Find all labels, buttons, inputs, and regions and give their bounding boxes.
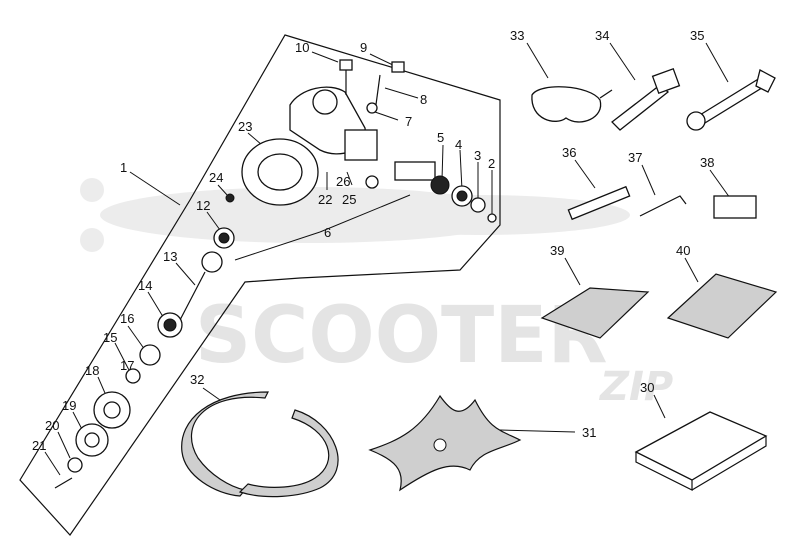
callout-31: 31	[582, 425, 596, 440]
callout-14: 14	[138, 278, 152, 293]
bag-39	[540, 287, 650, 339]
rod-36	[567, 185, 631, 221]
blade-31	[368, 394, 522, 492]
watermark-text: SCOOTER	[195, 291, 608, 381]
callout-21: 21	[32, 438, 46, 453]
callout-36: 36	[562, 145, 576, 160]
bolt-9	[374, 61, 405, 113]
callout-numbers: 1 2 3 4 5 6 7 8 9 10 12 13 14 15 16 17 1…	[32, 28, 714, 453]
callout-10: 10	[295, 40, 309, 55]
wrench-34	[611, 67, 681, 131]
callout-23: 23	[238, 119, 252, 134]
callout-39: 39	[550, 243, 564, 258]
callout-3: 3	[474, 148, 481, 163]
callout-34: 34	[595, 28, 609, 43]
callout-24: 24	[209, 170, 223, 185]
kit-38	[713, 195, 757, 219]
callout-17: 17	[120, 358, 134, 373]
callout-38: 38	[700, 155, 714, 170]
callout-1: 1	[120, 160, 127, 175]
hex-key-37	[639, 195, 687, 217]
screw-24	[225, 193, 235, 203]
watermark-logo: SCOOTER ZIP	[80, 178, 673, 410]
callout-8: 8	[420, 92, 427, 107]
callout-20: 20	[45, 418, 59, 433]
leader-lines	[44, 42, 731, 476]
holder-18	[93, 391, 131, 429]
manual-30	[634, 411, 768, 491]
gear-13	[179, 251, 223, 321]
callout-22: 22	[318, 192, 332, 207]
circlip-15	[125, 368, 141, 384]
callout-6: 6	[324, 225, 331, 240]
bolt-10	[339, 59, 353, 95]
gear-case	[289, 86, 378, 161]
nut-20	[67, 457, 83, 473]
callout-12: 12	[196, 198, 210, 213]
bearing-14	[157, 312, 183, 338]
guard-32	[181, 391, 339, 498]
callout-35: 35	[690, 28, 704, 43]
nut-25	[365, 175, 379, 189]
goggles-33	[531, 86, 613, 123]
washer-7	[366, 102, 378, 114]
callout-37: 37	[628, 150, 642, 165]
callout-18: 18	[85, 363, 99, 378]
callout-30: 30	[640, 380, 654, 395]
callout-5: 5	[437, 130, 444, 145]
callout-4: 4	[455, 137, 462, 152]
callout-7: 7	[405, 114, 412, 129]
spanner-35	[686, 69, 776, 131]
callout-25: 25	[342, 192, 356, 207]
callout-32: 32	[190, 372, 204, 387]
bag-40	[666, 273, 778, 339]
callout-33: 33	[510, 28, 524, 43]
callout-2: 2	[488, 156, 495, 171]
shaft-6	[394, 161, 497, 223]
callout-16: 16	[120, 311, 134, 326]
callout-13: 13	[163, 249, 177, 264]
holder-19	[75, 423, 109, 457]
pin-21	[54, 477, 73, 489]
washer-16	[139, 344, 161, 366]
callout-26: 26	[336, 174, 350, 189]
guard-plate	[241, 138, 319, 206]
callout-19: 19	[62, 398, 76, 413]
callout-40: 40	[676, 243, 690, 258]
watermark-script: ZIP	[598, 364, 673, 410]
callout-15: 15	[103, 330, 117, 345]
gearbox-group-outline	[19, 34, 501, 536]
callout-9: 9	[360, 40, 367, 55]
bearing-12	[213, 227, 235, 249]
